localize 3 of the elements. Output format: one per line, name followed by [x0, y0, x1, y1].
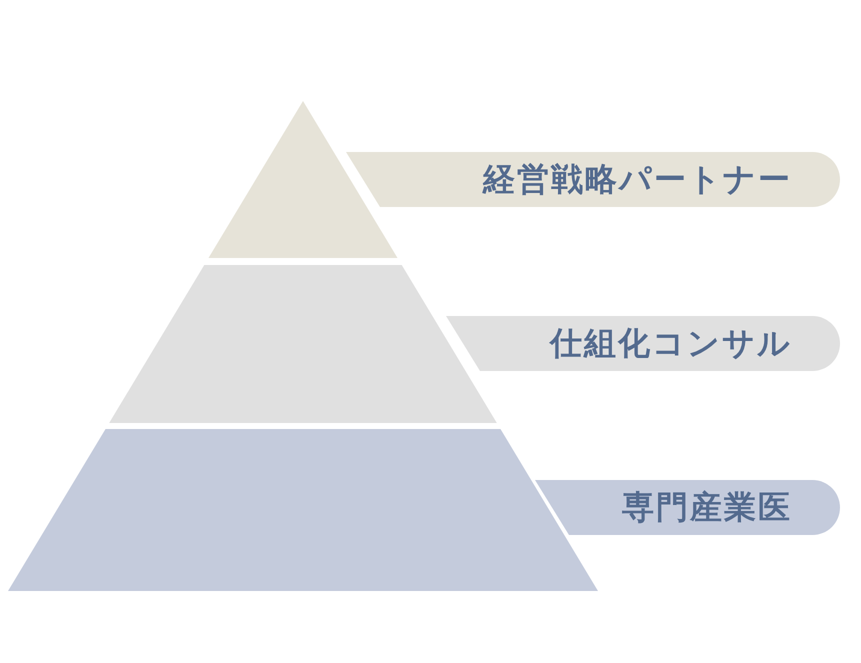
label-band: 専門産業医 — [535, 480, 840, 535]
label-band: 経営戦略パートナー — [346, 152, 840, 207]
label-band: 仕組化コンサル — [446, 316, 840, 371]
